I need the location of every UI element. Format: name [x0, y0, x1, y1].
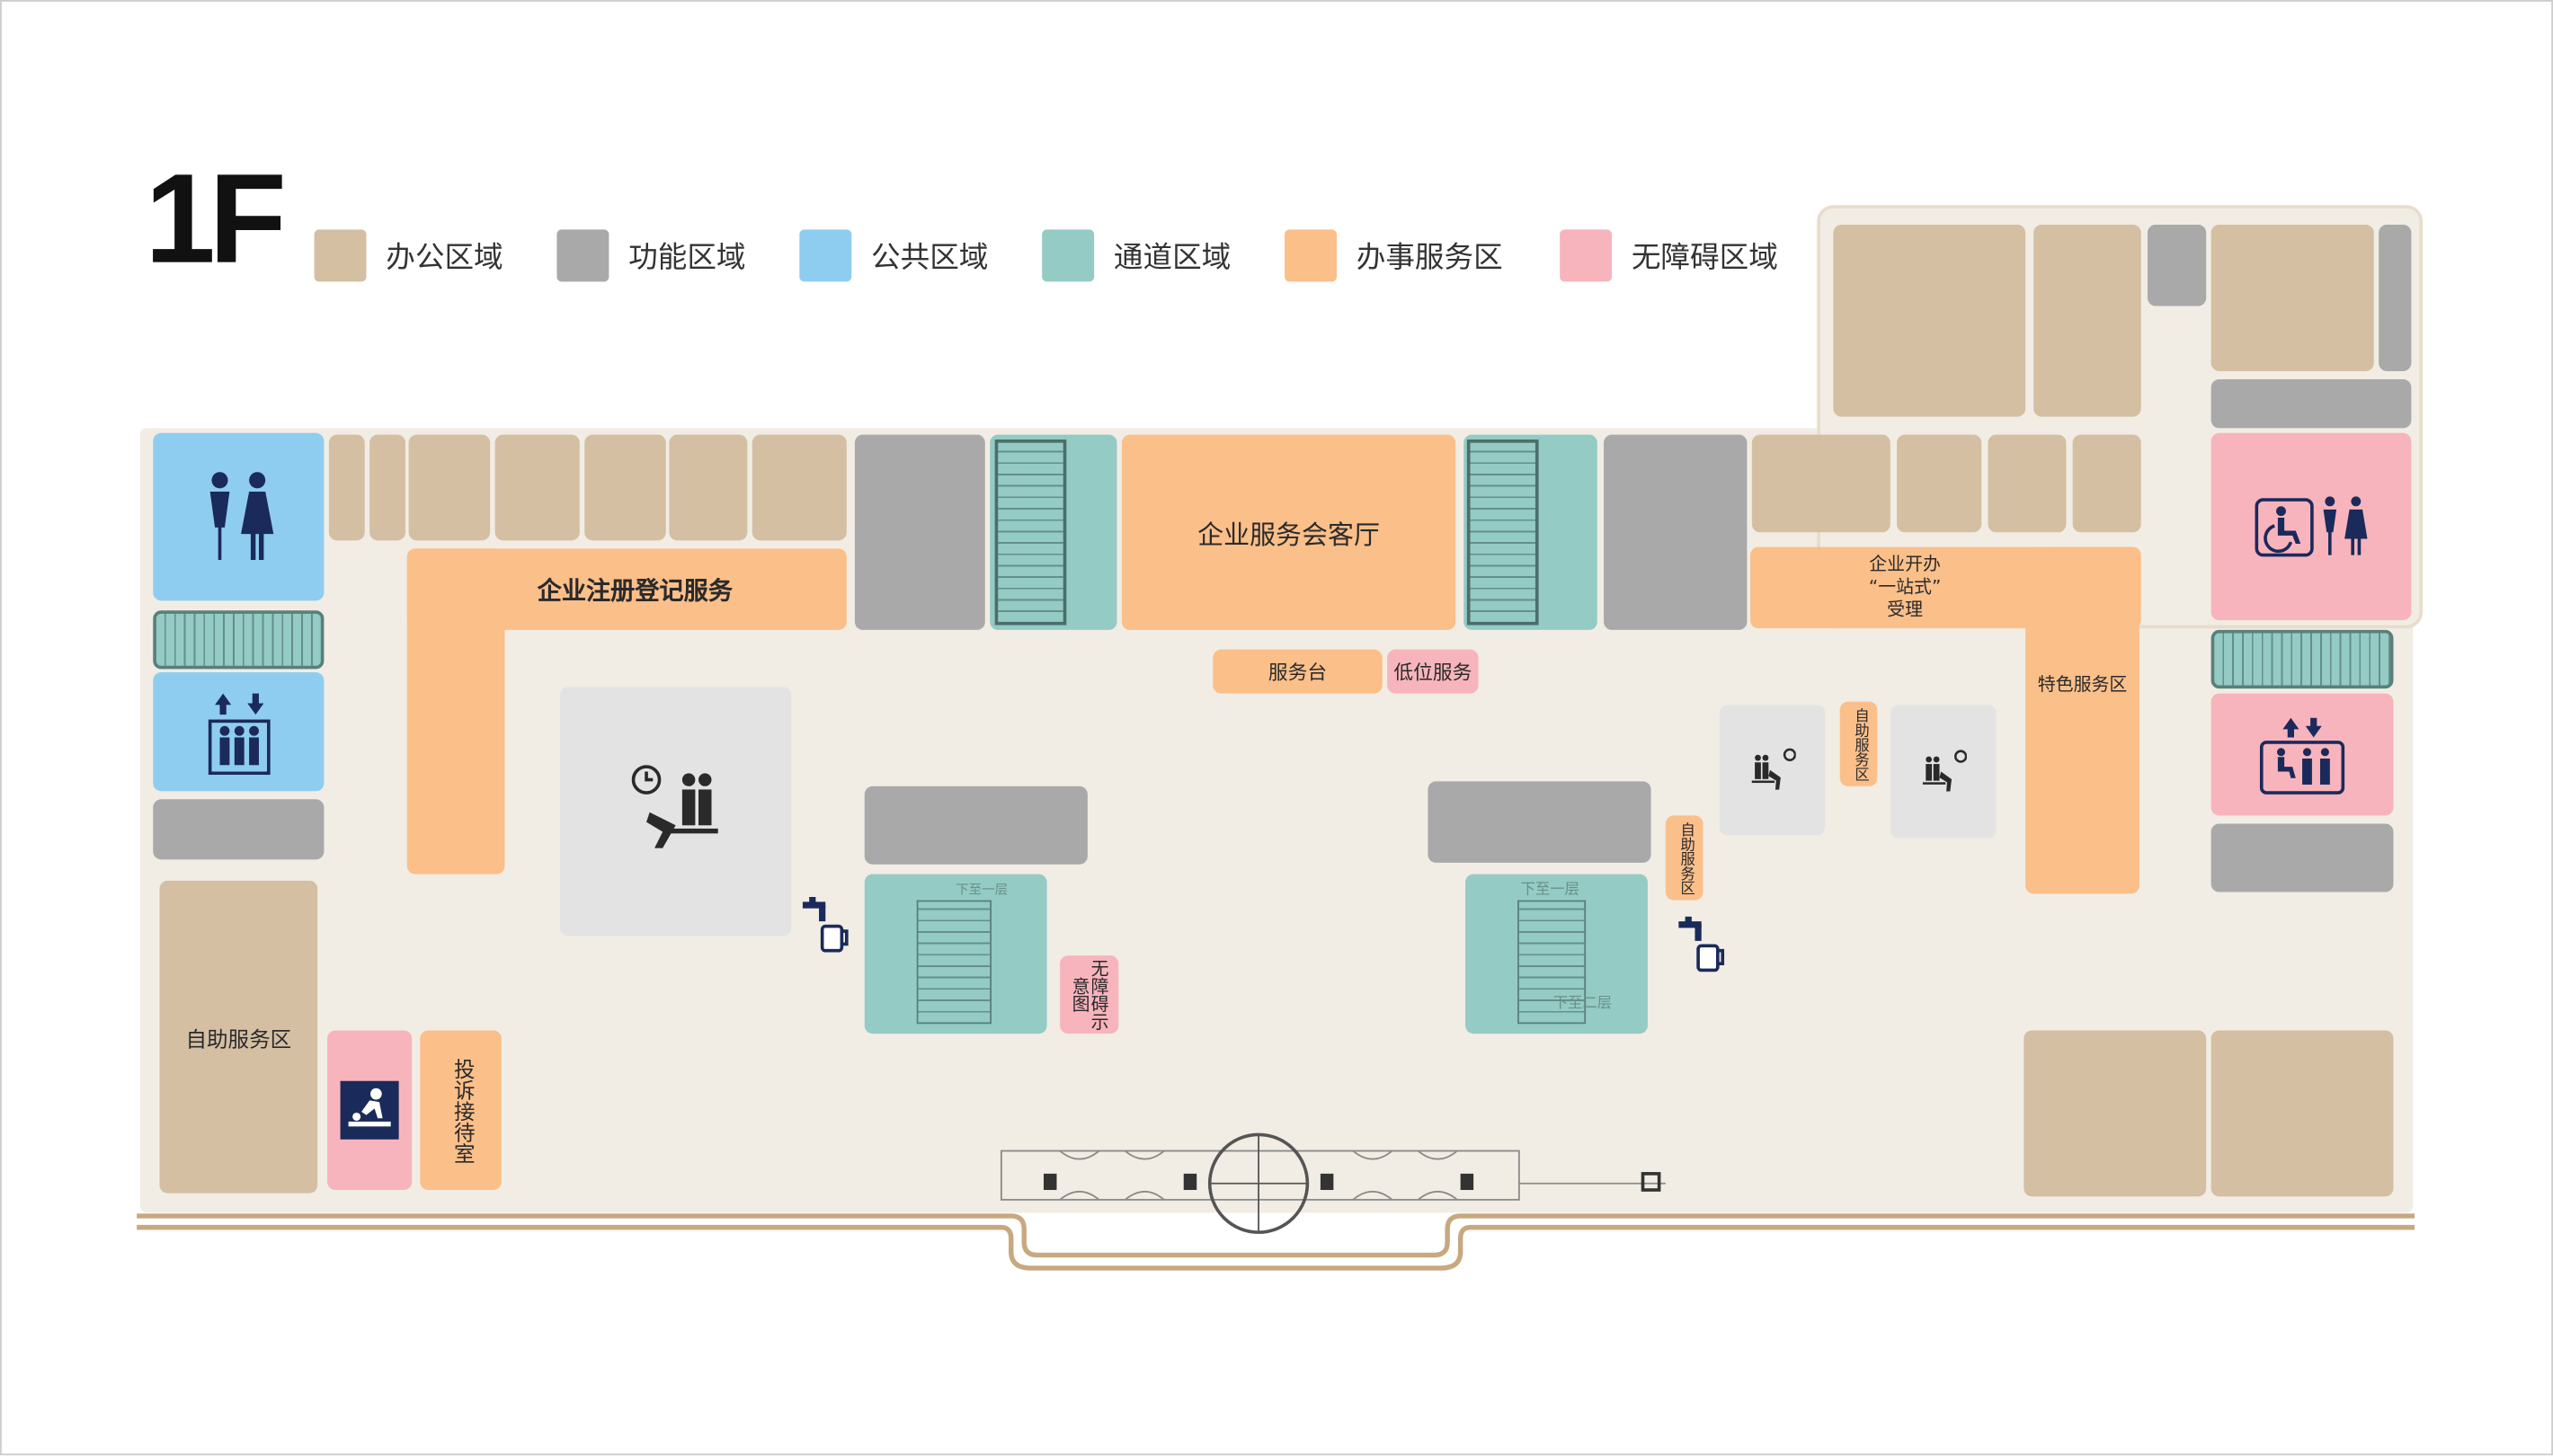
accessible-elevator-icon — [2259, 716, 2345, 794]
accessible-restroom — [2211, 432, 2412, 621]
function-room — [2379, 224, 2412, 371]
low-service-desk: 低位服务 — [1387, 649, 1479, 694]
floor-label: 1F — [145, 146, 287, 290]
escalator-left: 下至一层 — [864, 874, 1047, 1034]
office — [2211, 1030, 2394, 1197]
function-room — [1604, 434, 1748, 630]
self-service-area-mid: 自助服务区 — [1665, 815, 1703, 901]
office — [1751, 434, 1890, 533]
building-outline — [137, 1213, 2415, 1271]
office — [1897, 434, 1982, 533]
legend-accessible: 无障碍区域 — [1560, 229, 1778, 282]
service-desk: 服务台 — [1213, 649, 1383, 694]
elevator-icon — [207, 692, 270, 775]
office — [408, 434, 491, 541]
one-stop-label-line: “一站式” — [1868, 575, 1942, 598]
office — [2024, 1030, 2207, 1197]
legend-function: 功能区域 — [556, 229, 746, 282]
legend-label: 无障碍区域 — [1631, 241, 1778, 276]
office — [752, 434, 847, 541]
escalator-label: 下至二层 — [1552, 996, 1613, 1013]
office — [669, 434, 748, 541]
staircase — [153, 610, 325, 670]
one-stop-service: 企业开办 “一站式” 受理 — [1750, 546, 2141, 629]
office — [2211, 224, 2374, 371]
accessible-restroom-icon — [2254, 495, 2367, 556]
function-room — [854, 434, 985, 630]
legend-label: 公共区域 — [870, 241, 989, 276]
function-room — [153, 799, 325, 860]
function-room — [2211, 379, 2412, 429]
office — [1833, 224, 2026, 417]
legend-swatch — [1285, 229, 1337, 282]
legend-public: 公共区域 — [799, 229, 989, 282]
legend-label: 办公区域 — [386, 241, 503, 276]
legend-swatch — [1042, 229, 1095, 282]
accessible-diagram: 无障碍示意图 — [1060, 955, 1119, 1034]
legend-swatch — [556, 229, 609, 282]
accessible-elevator — [2211, 693, 2394, 816]
escalator-label: 下至一层 — [956, 882, 1009, 897]
staircase — [2211, 629, 2394, 689]
legend-label: 功能区域 — [628, 241, 746, 276]
office — [584, 434, 666, 541]
office — [328, 434, 365, 541]
main-entrance — [1000, 1132, 1666, 1234]
waiting-area-icon — [1922, 750, 1967, 792]
legend-service: 办事服务区 — [1285, 229, 1503, 282]
office — [369, 434, 405, 541]
legend-label: 办事服务区 — [1356, 241, 1503, 276]
escalator-right: 下至一层下至二层 — [1465, 874, 1648, 1034]
escalator-label: 下至一层 — [1520, 882, 1579, 899]
self-service-area-right: 自助服务区 — [1839, 701, 1878, 786]
water-dispenser-icon — [1678, 916, 1725, 972]
office — [2033, 224, 2141, 417]
escalator — [916, 900, 992, 1025]
staircase — [994, 439, 1067, 626]
elevator — [153, 672, 325, 792]
function-room — [2211, 823, 2394, 892]
function-room — [2147, 224, 2207, 306]
waiting-area — [1719, 705, 1826, 836]
legend-swatch — [314, 229, 367, 282]
self-service-area-left: 自助服务区 — [159, 880, 318, 1194]
waiting-area-icon — [631, 764, 718, 848]
one-stop-label-line: 企业开办 — [1869, 552, 1941, 574]
legend-label: 通道区域 — [1113, 241, 1232, 276]
office — [494, 434, 580, 541]
escalator — [1517, 900, 1587, 1025]
waiting-area — [1890, 705, 1997, 839]
legend-swatch — [799, 229, 852, 282]
function-room — [864, 786, 1088, 865]
waiting-area — [560, 687, 792, 937]
office — [1988, 434, 2067, 533]
function-room — [1428, 781, 1651, 863]
staircase-passage — [990, 434, 1117, 630]
restroom — [153, 432, 325, 601]
one-stop-label-line: 受理 — [1887, 599, 1924, 621]
legend-passage: 通道区域 — [1042, 229, 1232, 282]
restroom-icon — [209, 471, 273, 560]
complaint-reception-room: 投诉接待室 — [420, 1030, 502, 1190]
waiting-area-icon — [1750, 748, 1795, 790]
office — [2072, 434, 2141, 533]
legend-office: 办公区域 — [314, 229, 503, 282]
water-dispenser-icon — [802, 896, 849, 953]
staircase — [1466, 439, 1539, 626]
staircase-passage — [1463, 434, 1597, 630]
baby-care-icon — [340, 1080, 399, 1140]
enterprise-reception-hall: 企业服务会客厅 — [1121, 434, 1456, 630]
baby-care-room — [327, 1030, 413, 1190]
registration-service: 企业注册登记服务 — [406, 548, 847, 630]
legend-swatch — [1560, 229, 1613, 282]
